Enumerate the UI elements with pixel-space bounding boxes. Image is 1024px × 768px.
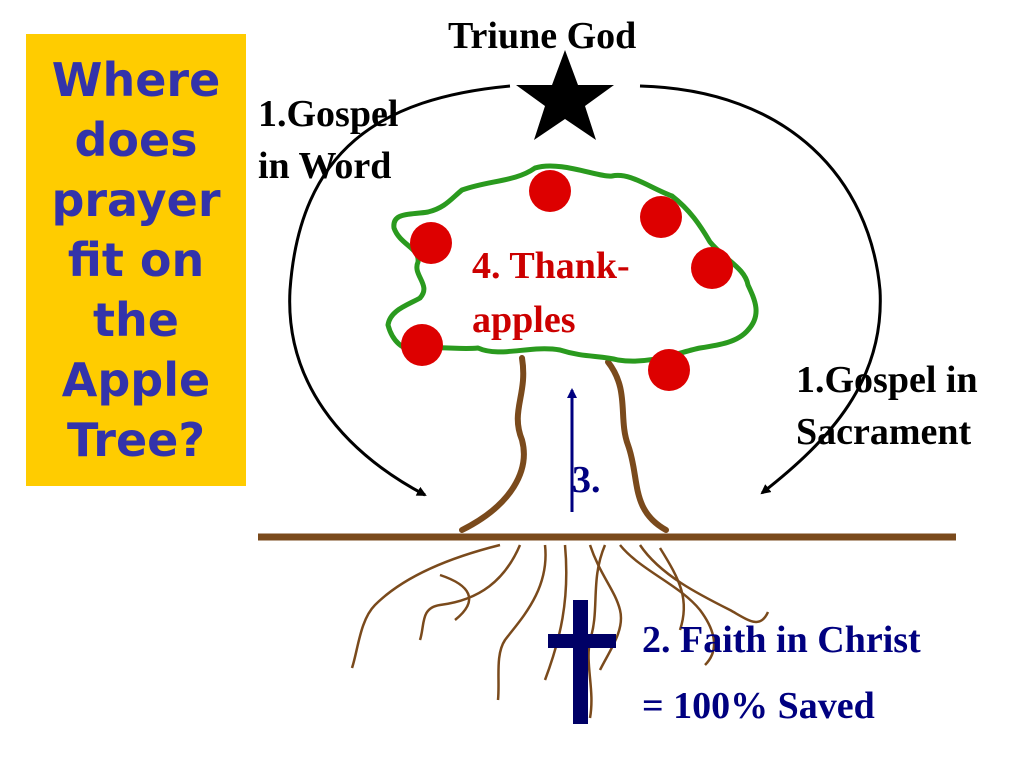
apple-icon bbox=[410, 222, 452, 264]
gospel-sacrament-label-line1: 1.Gospel in bbox=[796, 359, 978, 401]
triune-god-label: Triune God bbox=[448, 15, 637, 57]
faith-label-line2: = 100% Saved bbox=[642, 685, 875, 727]
gospel-sacrament-label-line2: Sacrament bbox=[796, 411, 972, 453]
star-icon bbox=[516, 50, 614, 140]
apples bbox=[401, 170, 733, 391]
thank-apples-label-line1: 4. Thank- bbox=[472, 245, 630, 287]
step-three-label: 3. bbox=[572, 459, 601, 501]
cross-icon bbox=[548, 600, 616, 724]
apple-icon bbox=[640, 196, 682, 238]
faith-label-line1: 2. Faith in Christ bbox=[642, 619, 921, 661]
thank-apples-label-line2: apples bbox=[472, 299, 576, 341]
apple-icon bbox=[691, 247, 733, 289]
apple-icon bbox=[529, 170, 571, 212]
tree-foliage bbox=[385, 163, 759, 364]
gospel-word-arrow bbox=[288, 84, 511, 497]
gospel-word-label-line1: 1.Gospel bbox=[258, 93, 399, 135]
apple-icon bbox=[401, 324, 443, 366]
gospel-sacrament-arrow bbox=[639, 84, 882, 495]
tree-roots bbox=[350, 543, 770, 719]
gospel-word-label-line2: in Word bbox=[258, 145, 392, 187]
question-box: Where does prayer fit on the Apple Tree? bbox=[26, 34, 246, 486]
apple-icon bbox=[648, 349, 690, 391]
tree-trunk bbox=[459, 355, 669, 533]
question-text: Where does prayer fit on the Apple Tree? bbox=[51, 53, 221, 467]
